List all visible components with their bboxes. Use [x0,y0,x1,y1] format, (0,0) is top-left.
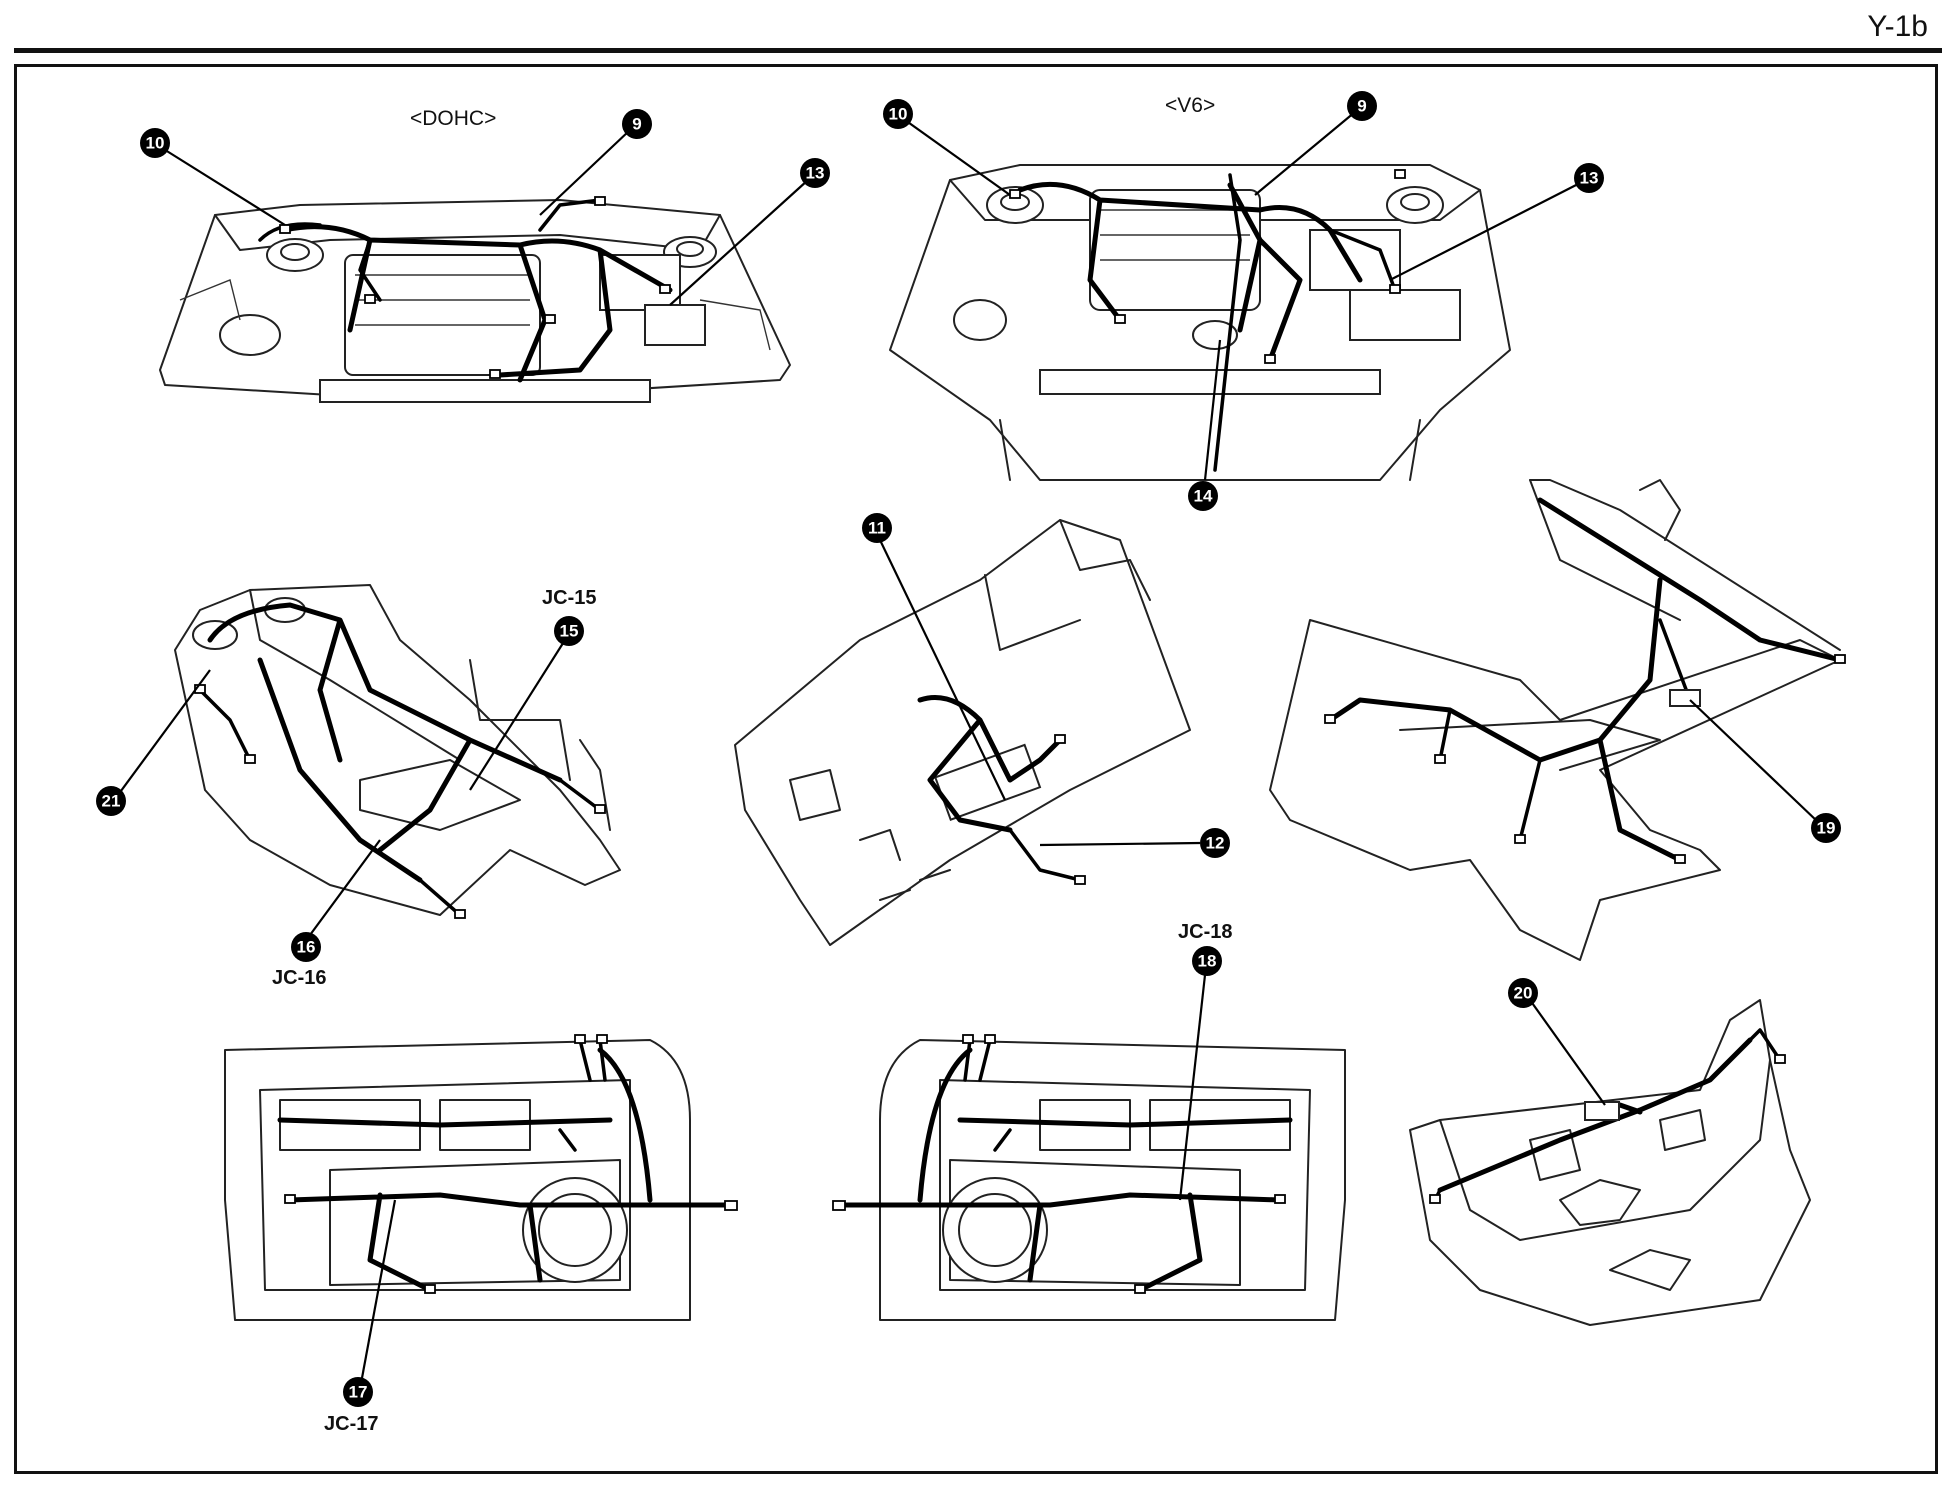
callout-11: 11 [862,513,892,543]
dohc-view-title: <DOHC> [410,107,496,130]
diagram-frame [14,64,1938,1474]
callout-14: 14 [1188,481,1218,511]
left-door-harness-drawing [224,1034,738,1321]
svg-text:10: 10 [146,134,165,153]
svg-text:12: 12 [1206,834,1225,853]
jc-17-label: JC-17 [324,1413,378,1435]
callout-10-v6: 10 [883,99,913,129]
svg-text:11: 11 [868,519,886,538]
callout-19: 19 [1811,813,1841,843]
callout-13-v6: 13 [1574,163,1604,193]
svg-text:17: 17 [349,1383,368,1402]
callout-20: 20 [1508,978,1538,1008]
svg-text:19: 19 [1817,819,1836,838]
svg-text:14: 14 [1194,487,1213,506]
jc-16-label: JC-16 [272,967,326,989]
svg-text:13: 13 [1580,169,1599,188]
jc-15-label: JC-15 [542,587,596,609]
svg-text:15: 15 [560,622,579,641]
floor-harness-drawing [174,584,621,919]
svg-text:18: 18 [1198,952,1217,971]
v6-engine-bay-drawing [889,164,1511,481]
trunk-harness-drawing [1409,999,1811,1326]
svg-text:10: 10 [889,105,908,124]
callout-12: 12 [1200,828,1230,858]
page-code: Y-1b [1867,10,1928,43]
svg-text:9: 9 [1357,97,1366,116]
jc-18-label: JC-18 [1178,921,1232,943]
dohc-engine-bay-drawing [159,196,791,403]
callout-10-dohc: 10 [140,128,170,158]
callout-17: 17 [343,1377,373,1407]
callout-16: 16 [291,932,321,962]
dash-panel-drawing [734,519,1191,946]
header-rule [14,48,1942,53]
callout-15: 15 [554,616,584,646]
v6-view-title: <V6> [1165,94,1215,117]
svg-text:9: 9 [632,115,641,134]
callout-18: 18 [1192,946,1222,976]
svg-text:16: 16 [297,938,316,957]
svg-text:20: 20 [1514,984,1533,1003]
rear-floor-harness-drawing [1269,479,1846,961]
right-door-harness-drawing [832,1034,1346,1321]
svg-text:21: 21 [102,792,121,811]
callout-9-dohc: 9 [622,109,652,139]
callout-21: 21 [96,786,126,816]
callout-9-v6: 9 [1347,91,1377,121]
callout-13-dohc: 13 [800,158,830,188]
svg-text:13: 13 [806,164,825,183]
